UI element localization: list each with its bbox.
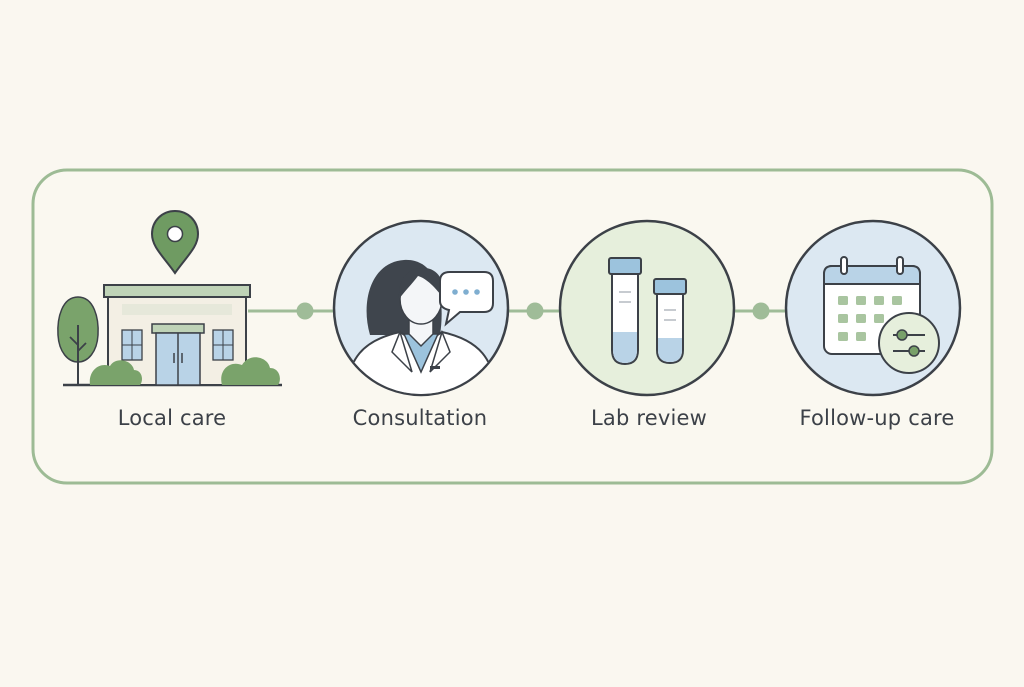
- adjust-sliders-icon: [878, 312, 940, 374]
- connector-3: [735, 302, 786, 320]
- connector-1: [248, 302, 333, 320]
- step-label-lab-review: Lab review: [590, 406, 708, 430]
- step-label-follow-up-care: Follow-up care: [799, 406, 955, 430]
- doctor-icon: [332, 219, 510, 397]
- clinic-building-icon: [57, 284, 282, 387]
- location-pin-icon: [150, 209, 200, 275]
- speech-bubble-icon: [439, 271, 494, 327]
- test-tubes-icon: [558, 219, 736, 397]
- connector-2: [509, 302, 560, 320]
- calendar-icon: [784, 219, 962, 397]
- diagram-frame: [31, 168, 994, 485]
- step-label-local-care: Local care: [117, 406, 227, 430]
- step-label-consultation: Consultation: [352, 406, 488, 430]
